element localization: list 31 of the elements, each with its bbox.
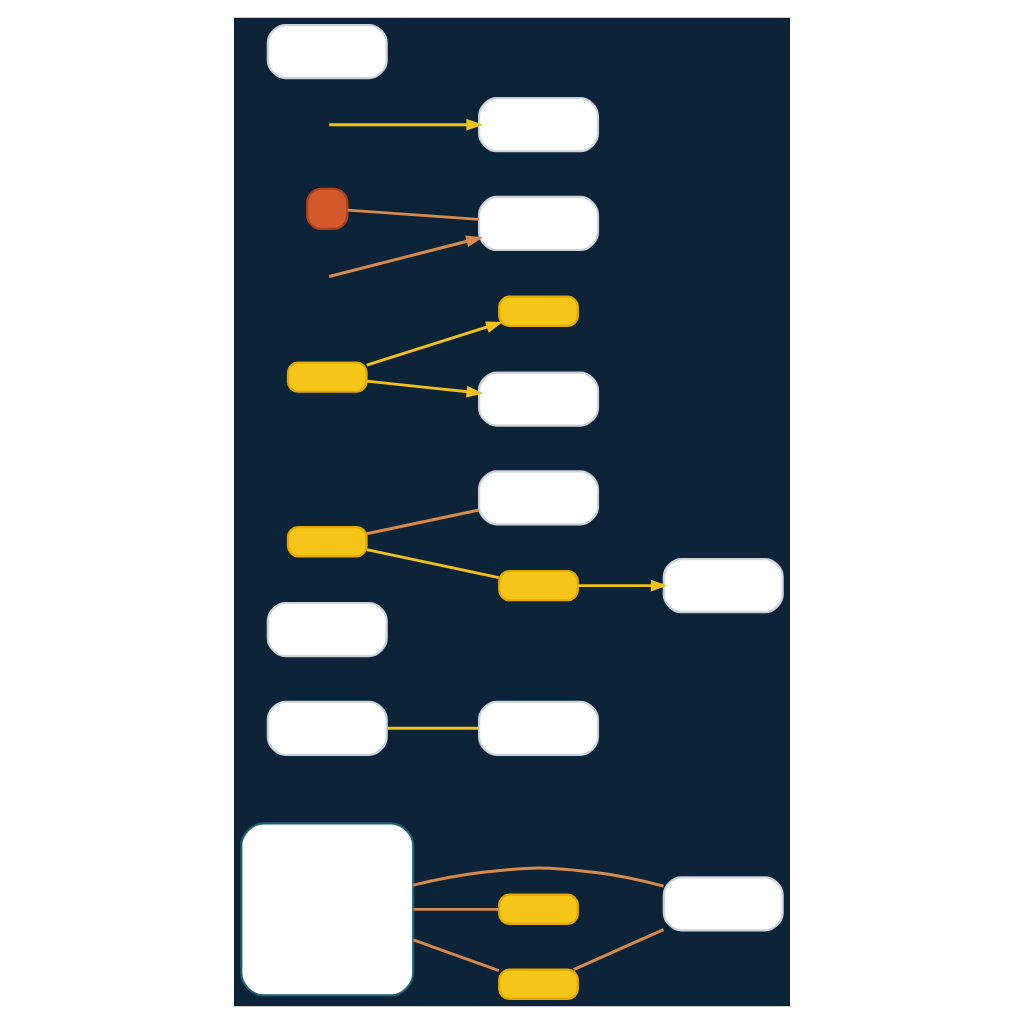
node-box — [240, 822, 415, 997]
node-box — [478, 371, 600, 427]
connector — [347, 208, 479, 221]
connector — [366, 508, 480, 536]
connector — [386, 726, 479, 730]
arrow — [366, 321, 503, 367]
node-box — [478, 470, 600, 526]
connector — [413, 907, 499, 911]
connector — [366, 548, 499, 580]
node-box — [498, 893, 579, 926]
node-box — [662, 876, 784, 932]
node-box — [306, 187, 349, 231]
connector — [413, 866, 664, 888]
node-box — [286, 361, 368, 393]
node-box — [266, 601, 388, 658]
node-box — [266, 700, 388, 756]
arrow — [328, 235, 484, 278]
arrow — [329, 118, 484, 131]
node-box — [478, 97, 600, 153]
node-box — [286, 526, 368, 558]
connector — [572, 928, 665, 971]
node-box — [498, 968, 579, 1001]
node-box — [498, 295, 579, 327]
connector — [413, 938, 500, 973]
node-box — [498, 569, 579, 602]
arrow — [366, 379, 484, 398]
arrow — [577, 579, 668, 592]
node-box — [662, 558, 784, 614]
node-box — [266, 23, 388, 80]
node-box — [478, 195, 600, 252]
node-box — [478, 700, 600, 756]
